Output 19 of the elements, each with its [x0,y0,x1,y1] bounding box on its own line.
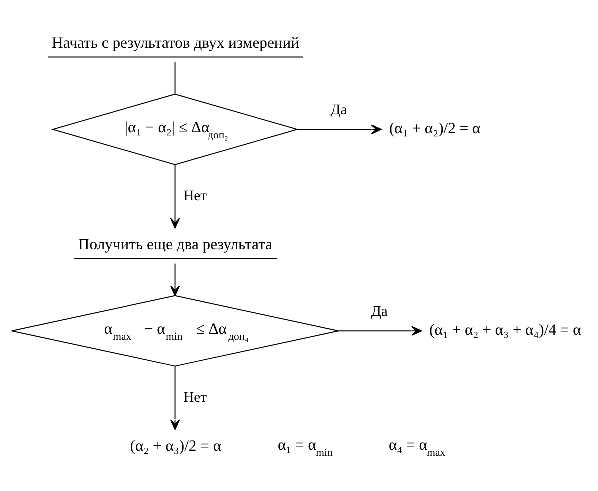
arrow [170,164,180,228]
connector [174,61,176,94]
node-text: (α₁ + α₂ + α₃ + α₄)/4 = α [430,321,582,338]
arrow [338,326,422,336]
arrow [170,262,180,296]
edge-label: Да [371,303,388,320]
edge-label: Нет [184,390,208,406]
node-text: Получить еще два результата [78,236,273,254]
node-text: (α₂ + α₃)/2 = α [130,438,222,455]
node-text: (α₁ + α₂)/2 = α [389,120,481,137]
edge-label: Нет [184,188,208,204]
edge-label: Да [330,102,348,118]
label: α₁ = α$_{min}$ [278,436,333,459]
arrow [170,365,180,430]
label: α₄ = α$_{max}$ [388,436,446,459]
node-text: Начать с результатов двух измерений [52,34,300,52]
arrow [297,124,382,134]
node-diamond: |α₁ − α₂| ≤ Δα$_{доп₂}$ [51,93,300,165]
node-diamond: α$_{max}$ − α$_{min}$ ≤ Δα$_{доп₄}$ [11,294,340,366]
